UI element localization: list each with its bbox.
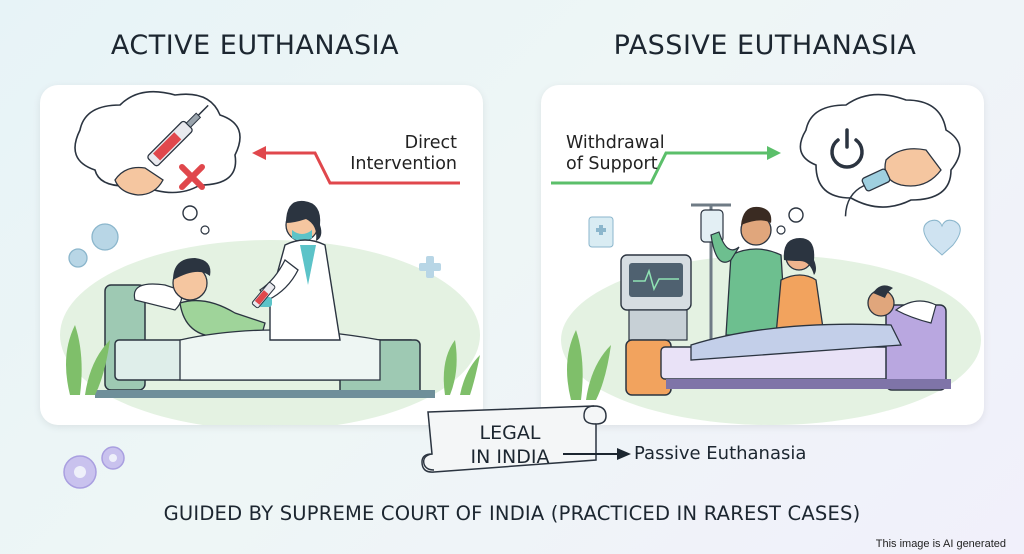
syringe-icon xyxy=(147,104,209,167)
passive-euthanasia-heading: PASSIVE EUTHANASIA xyxy=(613,30,917,61)
passive-euthanasia-panel xyxy=(541,85,984,425)
heart-icon xyxy=(923,219,961,256)
legal-result-text: Passive Euthanasia xyxy=(634,443,807,464)
gear-icon xyxy=(63,446,125,489)
legal-line: LEGAL xyxy=(479,422,541,444)
callout-line: Intervention xyxy=(350,154,457,174)
callout-line: of Support xyxy=(566,154,658,174)
family-woman xyxy=(775,238,825,336)
hand-icon xyxy=(114,166,164,196)
callout-line: Withdrawal xyxy=(566,133,665,153)
arrow-right-icon xyxy=(767,146,781,160)
syringe-icon xyxy=(251,282,276,309)
patient xyxy=(690,285,937,361)
clipboard-icon xyxy=(588,216,614,248)
plant-icon xyxy=(567,330,611,400)
footer-note: GUIDED BY SUPREME COURT OF INDIA (PRACTI… xyxy=(163,502,861,525)
legal-in-india-label: LEGAL IN INDIA xyxy=(442,421,578,469)
arrow-left-icon xyxy=(252,146,266,160)
vitals-monitor xyxy=(620,254,692,341)
callout-line: Direct xyxy=(404,133,457,153)
withdrawal-of-support-callout: Withdrawal of Support xyxy=(566,133,696,175)
active-euthanasia-heading: ACTIVE EUTHANASIA xyxy=(110,30,400,61)
cross-icon xyxy=(179,164,205,190)
plus-icon xyxy=(419,256,441,278)
plug-icon xyxy=(844,168,891,217)
direct-intervention-callout: Direct Intervention xyxy=(335,133,457,175)
patient xyxy=(133,258,381,381)
active-euthanasia-illustration xyxy=(60,90,480,425)
family-man xyxy=(710,206,787,336)
scroll-icon xyxy=(421,405,607,473)
arrow-right-icon xyxy=(563,448,631,460)
plant-icon xyxy=(66,325,480,395)
gear-icon xyxy=(68,223,119,268)
passive-euthanasia-illustration xyxy=(551,93,981,425)
power-icon xyxy=(830,128,864,169)
active-euthanasia-panel xyxy=(40,85,483,425)
ai-generated-note: This image is AI generated xyxy=(875,538,1006,550)
legal-line: IN INDIA xyxy=(470,446,550,468)
